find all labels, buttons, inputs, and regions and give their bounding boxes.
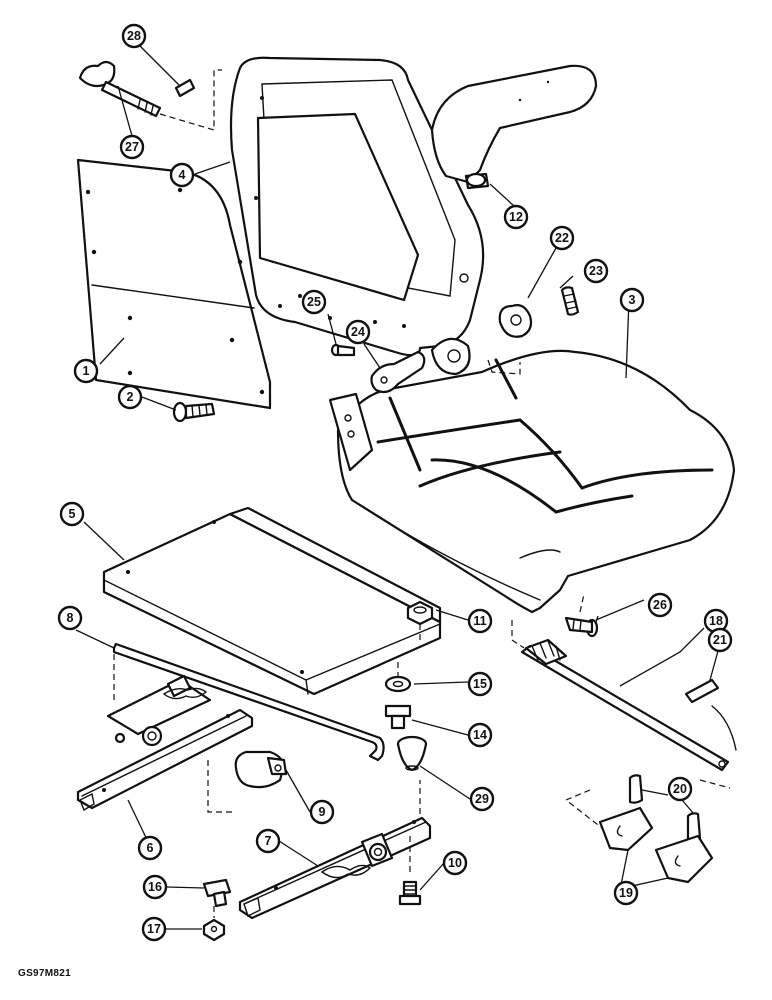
svg-text:11: 11 — [473, 614, 486, 628]
svg-text:12: 12 — [509, 210, 523, 224]
svg-text:24: 24 — [351, 325, 365, 339]
callout-14: 14 — [467, 722, 493, 748]
handle-24 — [370, 350, 426, 394]
callout-2: 2 — [117, 384, 143, 410]
clips-guide — [564, 779, 731, 829]
callout-16: 16 — [142, 874, 168, 900]
nut-17 — [202, 918, 226, 942]
seat-back — [229, 56, 485, 376]
svg-text:9: 9 — [319, 805, 326, 819]
callout-27: 27 — [119, 134, 145, 160]
screw-26 — [564, 616, 599, 638]
svg-text:17: 17 — [147, 922, 161, 936]
svg-text:7: 7 — [265, 834, 272, 848]
knob-bolt — [78, 60, 162, 118]
callout-15: 15 — [467, 671, 493, 697]
knob-22 — [498, 304, 533, 338]
svg-text:19: 19 — [619, 886, 633, 900]
svg-text:23: 23 — [589, 264, 603, 278]
screw-26-guide — [579, 593, 585, 613]
bolt-10 — [398, 880, 422, 906]
callout-12: 12 — [503, 204, 529, 230]
screw-2 — [172, 401, 216, 423]
svg-text:5: 5 — [69, 507, 76, 521]
callout-23: 23 — [583, 258, 609, 284]
callout-3: 3 — [619, 287, 645, 313]
svg-text:25: 25 — [307, 295, 321, 309]
drawing-code: GS97M821 — [18, 968, 71, 979]
pin-23 — [560, 286, 580, 316]
callout-20: 20 — [667, 776, 693, 802]
svg-text:1: 1 — [83, 364, 90, 378]
svg-text:27: 27 — [125, 140, 139, 154]
svg-text:18: 18 — [709, 614, 723, 628]
callout-6: 6 — [137, 835, 163, 861]
callout-10: 10 — [442, 850, 468, 876]
svg-text:8: 8 — [67, 611, 74, 625]
callout-21: 21 — [707, 627, 733, 653]
release-rod — [112, 642, 385, 762]
svg-text:10: 10 — [448, 856, 462, 870]
callout-17: 17 — [141, 916, 167, 942]
mounting-plate — [102, 506, 442, 696]
svg-text:22: 22 — [555, 231, 569, 245]
svg-text:29: 29 — [475, 792, 489, 806]
left-rail — [76, 674, 254, 813]
washer-15 — [384, 675, 412, 693]
callout-7: 7 — [255, 828, 281, 854]
svg-text:14: 14 — [473, 728, 487, 742]
callout-11: 11 — [467, 608, 493, 634]
nut-11 — [406, 600, 434, 626]
svg-text:16: 16 — [148, 880, 162, 894]
pin-21 — [684, 678, 737, 751]
svg-text:2: 2 — [127, 390, 134, 404]
callout-29: 29 — [469, 786, 495, 812]
callout-22: 22 — [549, 225, 575, 251]
bumper-29 — [396, 735, 428, 772]
callout-26: 26 — [647, 592, 673, 618]
shaft-18 — [511, 620, 730, 772]
callout-9: 9 — [309, 799, 335, 825]
callout-28: 28 — [121, 23, 147, 49]
svg-text:26: 26 — [653, 598, 667, 612]
svg-text:4: 4 — [179, 168, 186, 182]
bolt-14 — [384, 704, 412, 730]
svg-text:3: 3 — [629, 293, 636, 307]
callout-19: 19 — [613, 880, 639, 906]
latch-9 — [234, 750, 288, 789]
pin-28 — [174, 78, 196, 98]
svg-text:21: 21 — [713, 633, 727, 647]
callout-24: 24 — [345, 319, 371, 345]
clips-19 — [598, 806, 714, 884]
callout-8: 8 — [57, 605, 83, 631]
callout-5: 5 — [59, 501, 85, 527]
seat-cushion — [328, 349, 736, 614]
right-rail — [238, 780, 432, 920]
leader-26 — [595, 599, 645, 621]
callout-25: 25 — [301, 289, 327, 315]
svg-text:6: 6 — [147, 841, 154, 855]
bolt-25 — [330, 343, 356, 357]
callout-1: 1 — [73, 358, 99, 384]
armrest — [430, 64, 598, 190]
bolt-16 — [202, 878, 232, 908]
svg-text:20: 20 — [673, 782, 687, 796]
svg-text:15: 15 — [473, 677, 487, 691]
svg-text:28: 28 — [127, 29, 141, 43]
callout-4: 4 — [169, 162, 195, 188]
knob-bolt-guide — [159, 69, 222, 131]
